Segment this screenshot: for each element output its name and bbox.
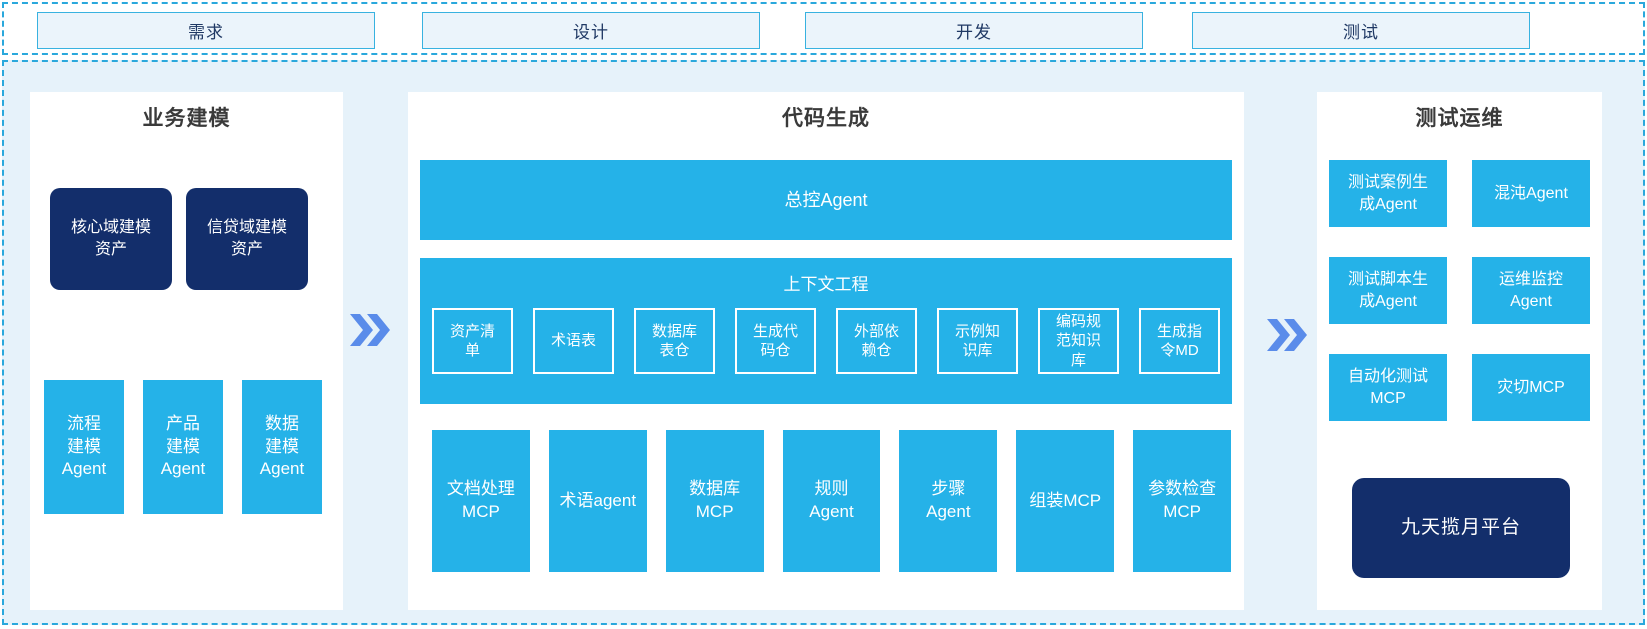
box-core-domain-modeling-assets: 核心域建模资产 — [50, 188, 172, 290]
panel-test-ops: 测试运维 测试案例生成Agent 混沌Agent 测试脚本生成Agent 运维监… — [1317, 92, 1602, 610]
box-product-modeling-agent: 产品建模Agent — [143, 380, 223, 514]
panel-title-test-ops: 测试运维 — [1415, 107, 1504, 130]
box-glossary-agent: 术语agent — [548, 430, 647, 572]
box-external-dependency-repo: 外部依赖仓 — [836, 308, 917, 374]
phase-box-design: 设计 — [422, 12, 760, 49]
box-assembly-mcp: 组装MCP — [1016, 430, 1115, 572]
phase-strip: 需求 设计 开发 测试 — [2, 2, 1645, 55]
context-engineering-group: 上下文工程 资产清单 术语表 数据库表仓 生成代码仓 外部依赖仓 示例知识库 编… — [420, 258, 1232, 404]
panel-business-modeling: 业务建模 核心域建模资产 信贷域建模资产 流程建模Agent 产品建模Agent… — [30, 92, 343, 610]
box-jiutian-lanyue-platform: 九天揽月平台 — [1352, 478, 1570, 578]
context-engineering-items: 资产清单 术语表 数据库表仓 生成代码仓 外部依赖仓 示例知识库 编码规范知识库… — [432, 308, 1220, 374]
box-database-mcp: 数据库MCP — [665, 430, 764, 572]
box-step-agent: 步骤Agent — [899, 430, 998, 572]
box-credit-domain-modeling-assets: 信贷域建模资产 — [186, 188, 308, 290]
box-test-case-generation-agent: 测试案例生成Agent — [1329, 160, 1447, 227]
box-disaster-switch-mcp: 灾切MCP — [1472, 354, 1590, 421]
box-glossary: 术语表 — [533, 308, 614, 374]
box-coding-standard-knowledge-base: 编码规范知识库 — [1038, 308, 1119, 374]
phase-box-requirements: 需求 — [37, 12, 375, 49]
box-asset-list: 资产清单 — [432, 308, 513, 374]
chevron-right-icon — [350, 314, 390, 346]
box-automated-testing-mcp: 自动化测试MCP — [1329, 354, 1447, 421]
panel-title-business-modeling: 业务建模 — [142, 107, 231, 130]
phase-box-development: 开发 — [805, 12, 1143, 49]
code-generation-tools: 文档处理MCP 术语agent 数据库MCP 规则Agent 步骤Agent 组… — [432, 430, 1232, 572]
box-process-modeling-agent: 流程建模Agent — [44, 380, 124, 514]
phase-box-testing: 测试 — [1192, 12, 1530, 49]
box-ops-monitoring-agent: 运维监控Agent — [1472, 257, 1590, 324]
panel-code-generation: 代码生成 总控Agent 上下文工程 资产清单 术语表 数据库表仓 生成代码仓 … — [408, 92, 1244, 610]
box-document-processing-mcp: 文档处理MCP — [432, 430, 530, 572]
box-parameter-check-mcp: 参数检查MCP — [1133, 430, 1232, 572]
box-generated-code-repo: 生成代码仓 — [735, 308, 816, 374]
box-master-control-agent: 总控Agent — [420, 160, 1232, 240]
box-chaos-agent: 混沌Agent — [1472, 160, 1590, 227]
box-database-table-repo: 数据库表仓 — [634, 308, 715, 374]
panel-title-code-generation: 代码生成 — [782, 107, 870, 130]
context-engineering-title: 上下文工程 — [783, 275, 869, 294]
box-data-modeling-agent: 数据建模Agent — [242, 380, 322, 514]
box-test-script-generation-agent: 测试脚本生成Agent — [1329, 257, 1447, 324]
box-generation-instruction-md: 生成指令MD — [1139, 308, 1220, 374]
chevron-right-icon — [1267, 319, 1307, 351]
box-rule-agent: 规则Agent — [782, 430, 881, 572]
box-example-knowledge-base: 示例知识库 — [937, 308, 1018, 374]
